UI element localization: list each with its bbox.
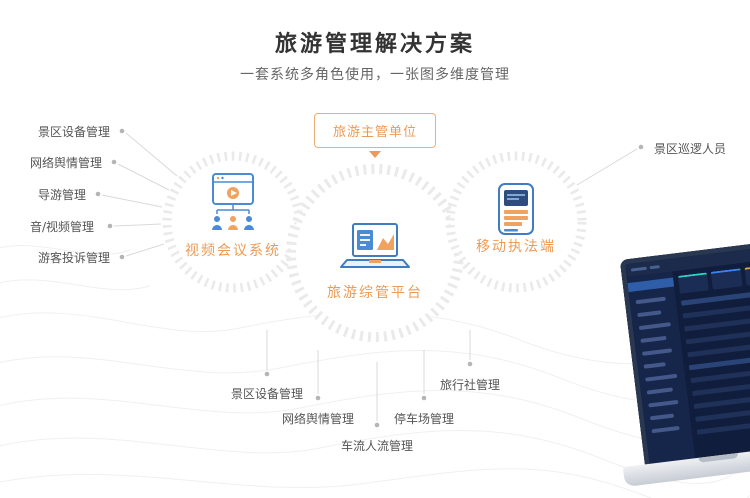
- left-item-label: 景区设备管理: [38, 125, 111, 139]
- left-item-label: 网络舆情管理: [30, 156, 103, 170]
- bottom-item-label: 停车场管理: [393, 412, 454, 426]
- platform-label: 旅游综管平台: [327, 285, 423, 301]
- arrow-down-icon: [369, 151, 381, 158]
- laptop-chart-icon: [340, 223, 410, 268]
- bottom-item-label: 网络舆情管理: [281, 412, 354, 426]
- bottom-item-label: 旅行社管理: [439, 378, 500, 392]
- left-item-label: 音/视频管理: [30, 220, 95, 234]
- right-item-label: 景区巡逻人员: [654, 142, 727, 156]
- left-item-label: 游客投诉管理: [38, 251, 111, 265]
- laptop-screen: [619, 240, 750, 474]
- handheld-terminal-icon: [498, 183, 534, 235]
- authority-badge: 旅游主管单位: [313, 113, 437, 148]
- video-conference-icon: [212, 173, 254, 230]
- page-subtitle: 一套系统多角色使用，一张图多维度管理: [240, 67, 510, 83]
- video-conference-label: 视频会议系统: [185, 243, 281, 259]
- bottom-item-label: 景区设备管理: [230, 387, 303, 401]
- page-title: 旅游管理解决方案: [274, 32, 475, 57]
- mobile-enforcement-label: 移动执法端: [476, 239, 556, 255]
- bottom-item-label: 车流人流管理: [340, 439, 413, 453]
- left-item-label: 导游管理: [38, 188, 87, 202]
